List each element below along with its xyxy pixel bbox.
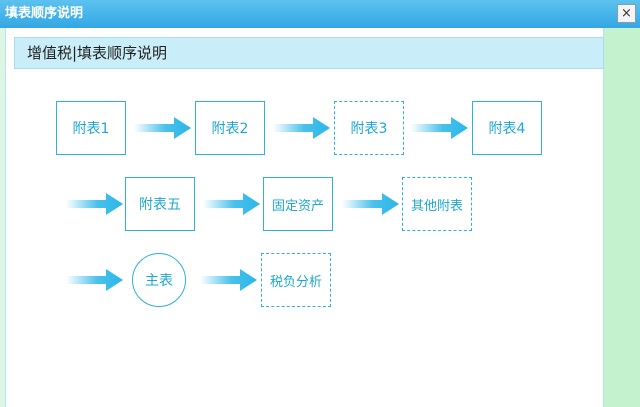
flow-arrow-icon [66, 269, 123, 291]
panel-title: 增值税|填表顺序说明 [27, 44, 168, 62]
flow-arrow-icon [66, 193, 123, 215]
flow-node-main-table[interactable]: 主表 [132, 253, 186, 307]
flow-arrow-icon [134, 117, 191, 139]
window-titlebar[interactable]: 填表顺序说明 × [0, 0, 640, 28]
flow-node-schedule-2[interactable]: 附表2 [195, 101, 265, 155]
flow-node-schedule-5[interactable]: 附表五 [125, 177, 195, 231]
flow-arrow-icon [203, 193, 260, 215]
close-button[interactable]: × [617, 4, 636, 23]
flow-arrow-icon [342, 193, 399, 215]
window-left-border [0, 28, 5, 407]
flow-arrow-icon [273, 117, 330, 139]
flow-arrow-icon [200, 269, 257, 291]
window-title: 填表顺序说明 [5, 6, 84, 21]
flow-node-tax-burden-analysis[interactable]: 税负分析 [261, 253, 331, 307]
flow-node-schedule-1[interactable]: 附表1 [56, 101, 126, 155]
content-panel: 增值税|填表顺序说明 附表1 附表2 附表3 附表4 附表五 固定资产 其他附表… [5, 28, 604, 407]
flow-node-other-schedules[interactable]: 其他附表 [402, 177, 472, 231]
flow-node-schedule-4[interactable]: 附表4 [472, 101, 542, 155]
flow-node-fixed-assets[interactable]: 固定资产 [263, 177, 333, 231]
flow-node-schedule-3[interactable]: 附表3 [334, 101, 404, 155]
flow-arrow-icon [411, 117, 468, 139]
close-icon: × [621, 6, 632, 21]
panel-header: 增值税|填表顺序说明 [14, 37, 604, 69]
